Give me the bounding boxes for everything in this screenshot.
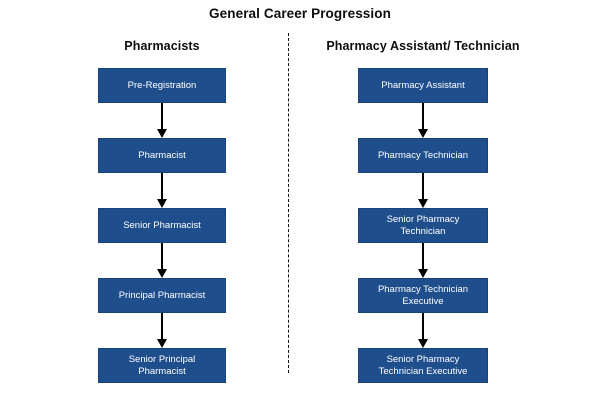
- node-pharmacy-technician[interactable]: Pharmacy Technician: [358, 138, 488, 173]
- node-principal-pharmacist[interactable]: Principal Pharmacist: [98, 278, 226, 313]
- column-header-pharmacists: Pharmacists: [124, 39, 200, 53]
- node-pharmacy-assistant[interactable]: Pharmacy Assistant: [358, 68, 488, 103]
- node-label: Pharmacy Technician Executive: [377, 284, 469, 307]
- node-label: Principal Pharmacist: [118, 289, 206, 301]
- arrow-connector: [416, 313, 430, 348]
- node-label: Senior Pharmacy Technician: [386, 214, 460, 237]
- arrow-head-icon: [418, 199, 428, 208]
- arrow-head-icon: [157, 129, 167, 138]
- node-senior-pharmacy-technician[interactable]: Senior Pharmacy Technician: [358, 208, 488, 243]
- arrow-head-icon: [418, 339, 428, 348]
- page-title: General Career Progression: [209, 6, 391, 21]
- node-senior-pharmacy-technician-executive[interactable]: Senior Pharmacy Technician Executive: [358, 348, 488, 383]
- flow-pharmacy-technician: Pharmacy Assistant Pharmacy Technician S…: [300, 68, 546, 383]
- arrow-head-icon: [157, 269, 167, 278]
- arrow-connector: [155, 173, 169, 208]
- arrow-head-icon: [418, 129, 428, 138]
- arrow-head-icon: [157, 339, 167, 348]
- arrow-connector: [155, 243, 169, 278]
- arrow-connector: [155, 103, 169, 138]
- arrow-stem: [161, 313, 163, 341]
- node-pharmacy-technician-executive[interactable]: Pharmacy Technician Executive: [358, 278, 488, 313]
- node-label: Senior Pharmacist: [123, 219, 201, 231]
- arrow-stem: [161, 243, 163, 271]
- arrow-stem: [422, 173, 424, 201]
- node-label: Senior Pharmacy Technician Executive: [378, 354, 468, 377]
- flow-pharmacists: Pre-Registration Pharmacist Senior Pharm…: [37, 68, 287, 383]
- arrow-connector: [416, 103, 430, 138]
- arrow-head-icon: [157, 199, 167, 208]
- arrow-head-icon: [418, 269, 428, 278]
- career-column-pharmacy-assistant-technician: Pharmacy Assistant/ Technician Pharmacy …: [300, 36, 546, 383]
- arrow-connector: [155, 313, 169, 348]
- node-label: Pharmacy Assistant: [381, 79, 465, 91]
- arrow-stem: [161, 103, 163, 131]
- node-label: Pharmacy Technician: [377, 149, 469, 161]
- node-pre-registration[interactable]: Pre-Registration: [98, 68, 226, 103]
- column-header-pharmacy-assistant-technician: Pharmacy Assistant/ Technician: [326, 39, 520, 53]
- node-pharmacist[interactable]: Pharmacist: [98, 138, 226, 173]
- column-divider: [288, 33, 289, 373]
- node-label: Pharmacist: [138, 149, 186, 161]
- arrow-stem: [422, 313, 424, 341]
- arrow-connector: [416, 173, 430, 208]
- career-column-pharmacists: Pharmacists Pre-Registration Pharmacist …: [37, 36, 287, 383]
- node-label: Senior Principal Pharmacist: [128, 354, 196, 377]
- arrow-connector: [416, 243, 430, 278]
- node-label: Pre-Registration: [127, 79, 197, 91]
- arrow-stem: [422, 103, 424, 131]
- node-senior-principal-pharmacist[interactable]: Senior Principal Pharmacist: [98, 348, 226, 383]
- node-senior-pharmacist[interactable]: Senior Pharmacist: [98, 208, 226, 243]
- arrow-stem: [422, 243, 424, 271]
- arrow-stem: [161, 173, 163, 201]
